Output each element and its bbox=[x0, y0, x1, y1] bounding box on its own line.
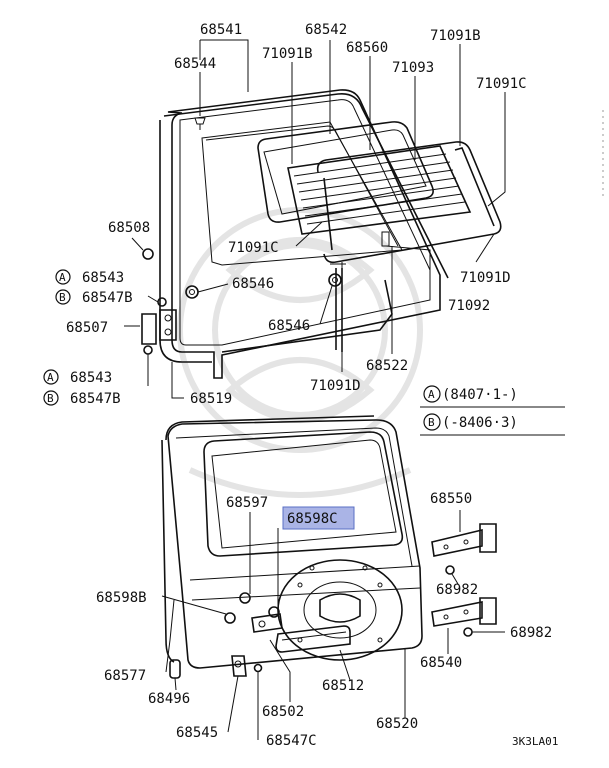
cap-68496 bbox=[169, 659, 181, 679]
screw-68547C bbox=[253, 663, 263, 673]
bumper-68598C bbox=[268, 606, 280, 618]
lower-glass-channel bbox=[221, 279, 393, 353]
label-71091C-right[interactable]: 71091C bbox=[476, 76, 527, 92]
label-68542[interactable]: 68542 bbox=[305, 22, 347, 38]
label-68982-lower[interactable]: 68982 bbox=[510, 625, 552, 641]
label-68577[interactable]: 68577 bbox=[104, 668, 146, 684]
label-68550[interactable]: 68550 bbox=[430, 491, 472, 507]
marker-a-upper-letter: A bbox=[59, 271, 66, 284]
label-68598C[interactable]: 68598C bbox=[287, 511, 338, 527]
label-68522[interactable]: 68522 bbox=[366, 358, 408, 374]
hinge-68550 bbox=[431, 523, 497, 575]
legend-a-text: (8407·1-) bbox=[442, 387, 518, 403]
label-68512[interactable]: 68512 bbox=[322, 678, 364, 694]
label-68541[interactable]: 68541 bbox=[200, 22, 242, 38]
legend-b-circle bbox=[423, 413, 441, 431]
label-71091B-mid[interactable]: 71091B bbox=[262, 46, 313, 62]
door-weatherstrip-68577 bbox=[161, 415, 375, 663]
label-71091D-right[interactable]: 71091D bbox=[460, 270, 511, 286]
marker-a-upper bbox=[55, 269, 71, 285]
marker-b-lower-letter: B bbox=[47, 392, 54, 405]
bumper-68508 bbox=[142, 248, 154, 260]
label-68547B-upper[interactable]: 68547B bbox=[82, 290, 133, 306]
bumper-68598B bbox=[224, 612, 236, 624]
label-68597[interactable]: 68597 bbox=[226, 495, 268, 511]
label-71091B-top[interactable]: 71091B bbox=[430, 28, 481, 44]
hinge-68540 bbox=[431, 597, 497, 637]
label-68545[interactable]: 68545 bbox=[176, 725, 218, 741]
clip-68544 bbox=[194, 117, 206, 130]
garnish-68512 bbox=[275, 625, 351, 653]
leader-lines bbox=[124, 39, 506, 740]
lock-68502 bbox=[251, 613, 283, 633]
label-68519[interactable]: 68519 bbox=[190, 391, 232, 407]
label-68546-mid[interactable]: 68546 bbox=[268, 318, 310, 334]
glass-catch-71092 bbox=[381, 231, 390, 247]
label-68544[interactable]: 68544 bbox=[174, 56, 216, 72]
label-68508[interactable]: 68508 bbox=[108, 220, 150, 236]
marker-b-lower bbox=[43, 390, 59, 406]
marker-b-upper-letter: B bbox=[59, 291, 66, 304]
label-71091D-bottom[interactable]: 71091D bbox=[310, 378, 361, 394]
label-71091C-left[interactable]: 71091C bbox=[228, 240, 279, 256]
striker-68545 bbox=[231, 655, 263, 677]
legend-b-text: (-8406·3) bbox=[442, 415, 518, 431]
label-68982-upper[interactable]: 68982 bbox=[436, 582, 478, 598]
upper-door-panel bbox=[167, 89, 441, 379]
date-legend: A (8407·1-) B (-8406·3) bbox=[420, 385, 565, 436]
division-bar-68522 bbox=[330, 263, 346, 352]
marker-b-upper bbox=[55, 289, 71, 305]
legend-a-circle bbox=[423, 385, 441, 403]
bumper-68546-lower bbox=[328, 273, 342, 287]
label-68598B[interactable]: 68598B bbox=[96, 590, 147, 606]
marker-a-lower-letter: A bbox=[47, 371, 54, 384]
label-68502[interactable]: 68502 bbox=[262, 704, 304, 720]
label-68507[interactable]: 68507 bbox=[66, 320, 108, 336]
legend-a-letter: A bbox=[428, 388, 435, 401]
label-68547B-lower[interactable]: 68547B bbox=[70, 391, 121, 407]
diagram-code: 3K3LA01 bbox=[512, 735, 558, 748]
label-68540[interactable]: 68540 bbox=[420, 655, 462, 671]
label-71093[interactable]: 71093 bbox=[392, 60, 434, 76]
label-68547C[interactable]: 68547C bbox=[266, 733, 317, 749]
legend-b-letter: B bbox=[428, 416, 435, 429]
hinge-68507 bbox=[141, 297, 177, 355]
sliding-glass-68560 bbox=[287, 145, 472, 235]
highlight-68598C bbox=[282, 506, 355, 530]
bolt-68982-lower bbox=[463, 627, 473, 637]
marker-a-lower bbox=[43, 369, 59, 385]
lower-door-panel bbox=[167, 419, 423, 669]
glass-run-channels-71091 bbox=[316, 141, 502, 264]
label-68520[interactable]: 68520 bbox=[376, 716, 418, 732]
bolt-68982-upper bbox=[445, 565, 455, 575]
label-71092[interactable]: 71092 bbox=[448, 298, 490, 314]
bumper-68597 bbox=[239, 592, 251, 604]
label-68543-upper[interactable]: 68543 bbox=[82, 270, 124, 286]
label-68543-lower[interactable]: 68543 bbox=[70, 370, 112, 386]
label-68546-top[interactable]: 68546 bbox=[232, 276, 274, 292]
glass-frame-68542 bbox=[257, 121, 434, 223]
label-68560[interactable]: 68560 bbox=[346, 40, 388, 56]
part-labels: 68541 68542 71091B 68544 71091B 68560 71… bbox=[43, 22, 552, 749]
label-68496[interactable]: 68496 bbox=[148, 691, 190, 707]
